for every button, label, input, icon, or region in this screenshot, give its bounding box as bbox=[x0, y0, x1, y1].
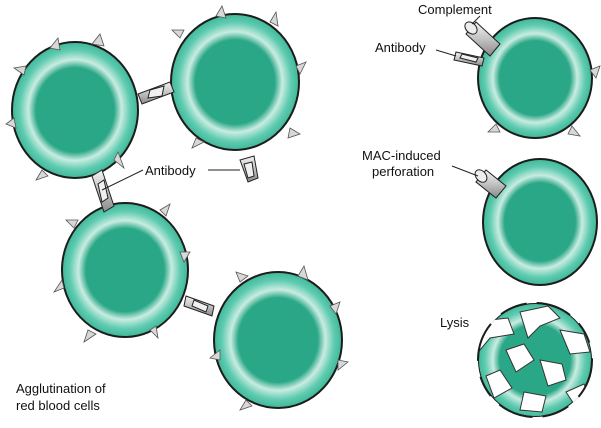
antibody-bridge bbox=[91, 169, 115, 213]
red-blood-cell bbox=[477, 17, 601, 139]
surface-spikes bbox=[171, 5, 307, 149]
surface-spikes bbox=[487, 65, 601, 137]
antibody-bridge bbox=[137, 81, 175, 105]
complement-leader-line bbox=[471, 15, 481, 25]
broken-membrane bbox=[477, 302, 593, 418]
red-blood-cell bbox=[209, 265, 349, 411]
antibody-label: Antibody bbox=[145, 163, 196, 178]
mac-pore bbox=[474, 169, 507, 199]
mac-label-line2: perforation bbox=[372, 164, 434, 179]
antibody-leader-line bbox=[101, 169, 144, 191]
agglutination-panel: Antibody Agglutination of red blood cell… bbox=[5, 5, 349, 413]
mac-leader-line bbox=[451, 165, 479, 177]
mac-label-line1: MAC-induced bbox=[362, 148, 441, 163]
surface-spikes bbox=[209, 265, 349, 411]
complement-panel: Complement Antibody MAC-induced perforat… bbox=[362, 2, 601, 418]
lysed-cell bbox=[477, 302, 593, 418]
antibody-label-right: Antibody bbox=[375, 40, 426, 55]
red-blood-cell bbox=[5, 33, 139, 181]
surface-spikes bbox=[52, 203, 191, 343]
antibody-bridge bbox=[183, 295, 215, 317]
red-blood-cell bbox=[482, 158, 598, 286]
agglutination-label-line1: Agglutination of bbox=[16, 381, 106, 396]
red-blood-cell bbox=[170, 5, 307, 151]
red-blood-cell bbox=[52, 202, 191, 343]
surface-spikes bbox=[5, 33, 125, 181]
antibody-on-cell bbox=[453, 51, 485, 67]
agglutination-label-line2: red blood cells bbox=[16, 398, 100, 413]
antibody-free bbox=[239, 155, 259, 183]
antibody-leader-line bbox=[435, 49, 457, 57]
complement-label: Complement bbox=[418, 2, 492, 17]
lysis-label: Lysis bbox=[440, 315, 470, 330]
complement-protein bbox=[464, 21, 501, 57]
